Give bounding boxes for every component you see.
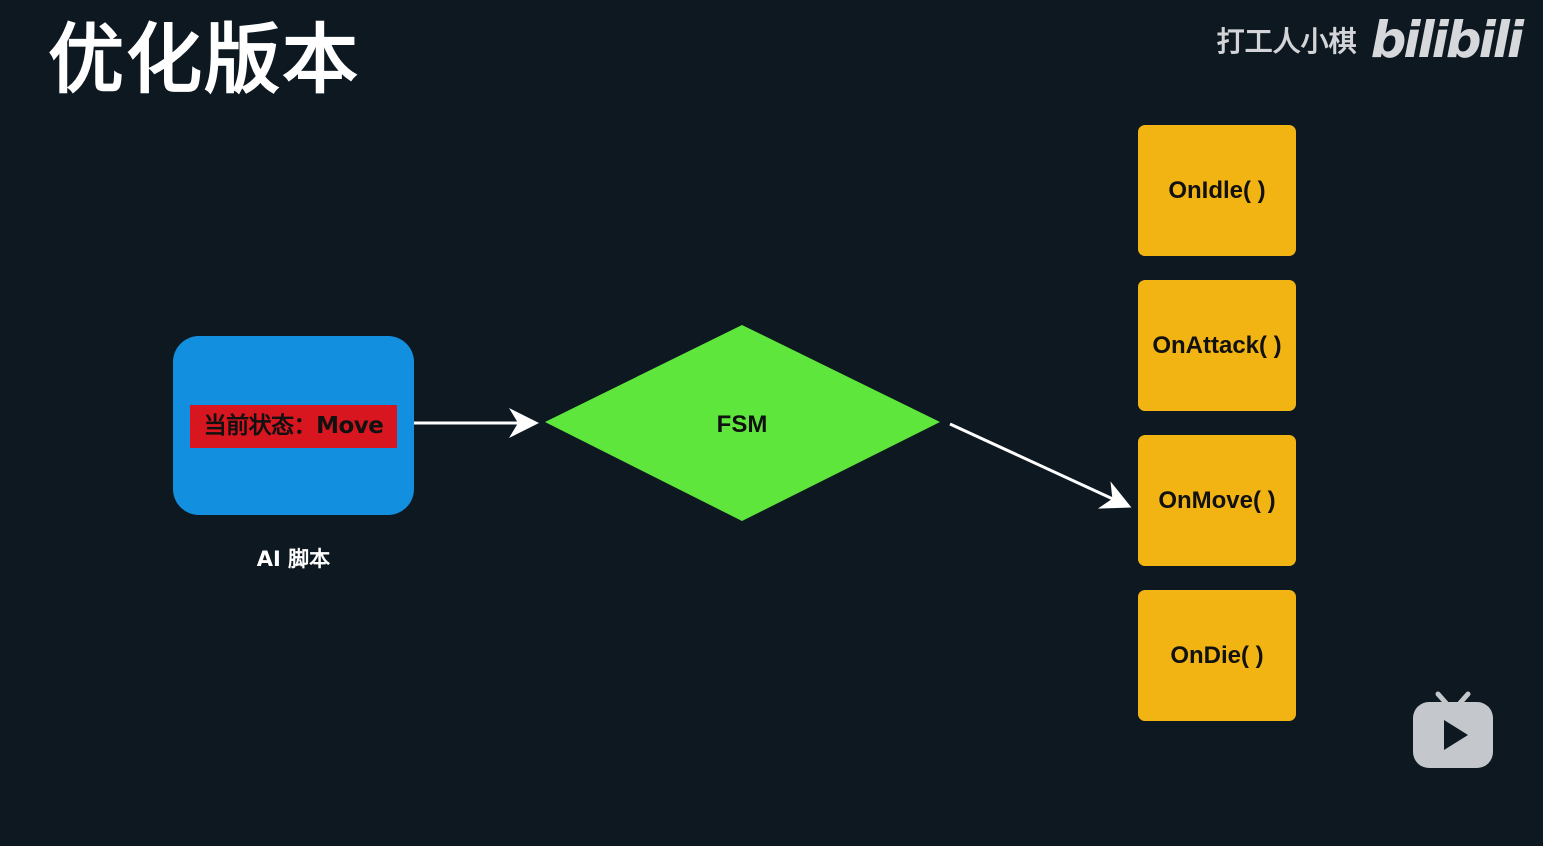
- arrow-fsm-to-onmove: [949, 422, 1132, 509]
- ai-script-label: AI 脚本: [256, 547, 331, 571]
- watermark-author: 打工人小棋: [1216, 25, 1357, 58]
- function-box-onmove: OnMove( ): [1138, 435, 1296, 566]
- bilibili-logo: bilibili: [1370, 11, 1524, 69]
- current-state-bar: 当前状态：Move: [190, 405, 397, 448]
- fsm-label: FSM: [717, 411, 768, 438]
- slide-title: 优化版本: [48, 15, 360, 104]
- fsm-diamond: [545, 325, 940, 521]
- tv-play-icon: [1413, 691, 1493, 768]
- function-box-onidle: OnIdle( ): [1138, 125, 1296, 256]
- watermark: 打工人小棋 bilibili: [1216, 10, 1524, 70]
- function-box-onattack: OnAttack( ): [1138, 280, 1296, 411]
- function-box-ondie: OnDie( ): [1138, 590, 1296, 721]
